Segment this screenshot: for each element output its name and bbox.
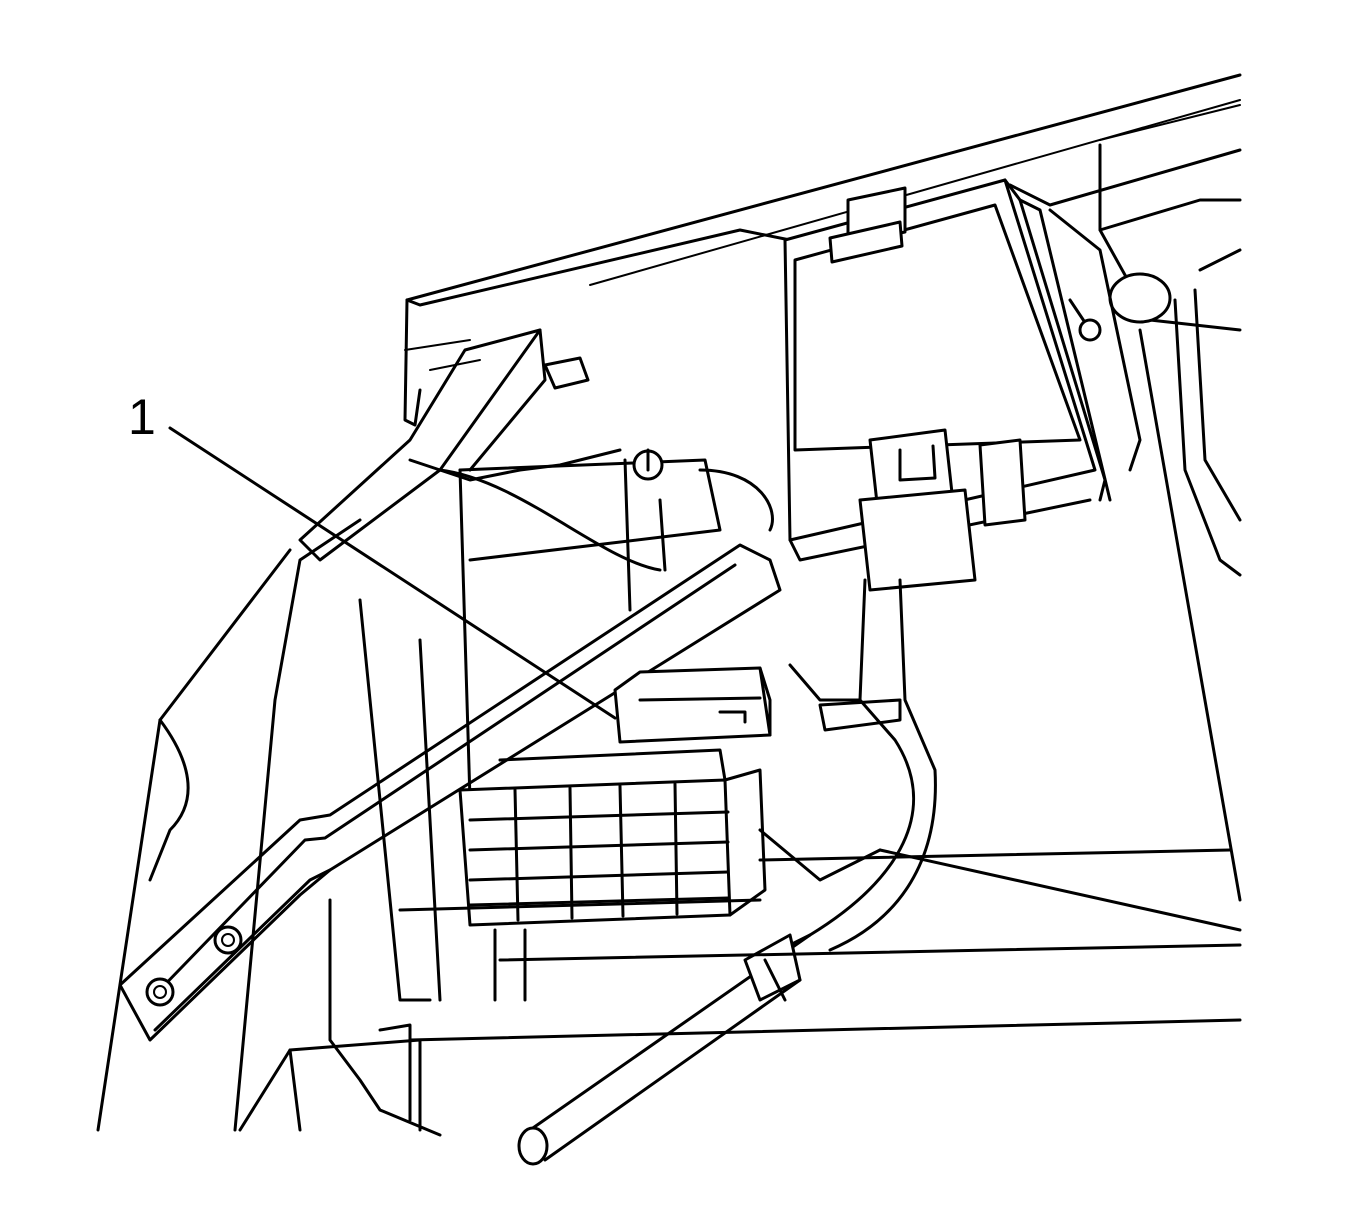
battery-cover-grid: [458, 748, 767, 927]
strut-brace: [118, 356, 782, 1042]
callout-1-label: 1: [128, 389, 156, 445]
wiring-harness: [517, 578, 937, 1166]
wiring-connector: [613, 666, 772, 744]
fuse-block: [783, 178, 1112, 592]
callout-leader-line: [168, 426, 617, 720]
upper-bracket: [298, 328, 547, 562]
lower-frame: [96, 518, 1242, 1137]
battery: [408, 448, 774, 802]
fender-side-panel: [1048, 143, 1242, 902]
hood-panel: [403, 73, 1242, 427]
